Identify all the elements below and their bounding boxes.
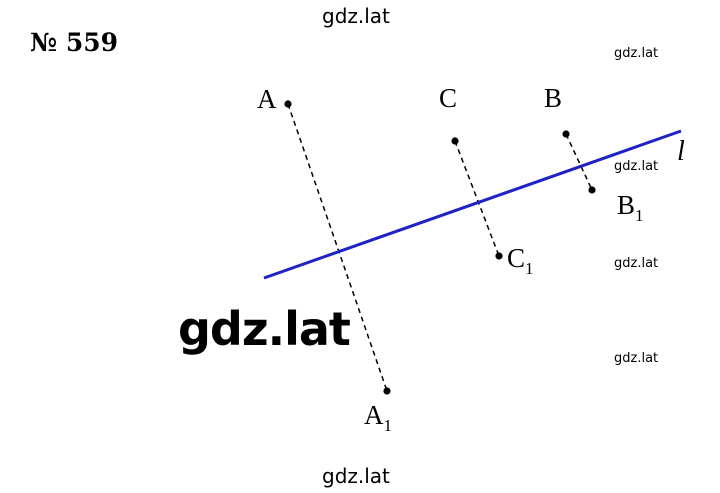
label-b: B (544, 83, 562, 113)
watermark-right-4: gdz.lat (614, 351, 659, 366)
watermark-bottom: gdz.lat (322, 464, 390, 488)
point-c (451, 137, 459, 145)
point-b1 (588, 186, 596, 194)
segment-c-c1 (454, 140, 500, 257)
label-c: C (439, 83, 457, 113)
label-a1: A1 (364, 400, 392, 435)
point-a1 (383, 387, 391, 395)
watermark-center-large: gdz.lat (178, 302, 351, 356)
watermark-right-2: gdz.lat (614, 159, 659, 174)
watermark-right-3: gdz.lat (614, 256, 659, 271)
watermark-right-1: gdz.lat (614, 46, 659, 61)
segment-a-a1 (287, 103, 388, 392)
point-a (284, 100, 292, 108)
label-c1: C1 (507, 243, 534, 278)
watermark-top: gdz.lat (322, 4, 390, 28)
line-l (263, 129, 682, 280)
label-line-l: l (677, 136, 685, 167)
segment-b-b1 (565, 133, 593, 191)
point-c1 (495, 252, 503, 260)
problem-number: № 559 (30, 28, 119, 57)
label-a: A (257, 84, 277, 114)
point-b (562, 130, 570, 138)
label-b1: B1 (617, 190, 644, 225)
